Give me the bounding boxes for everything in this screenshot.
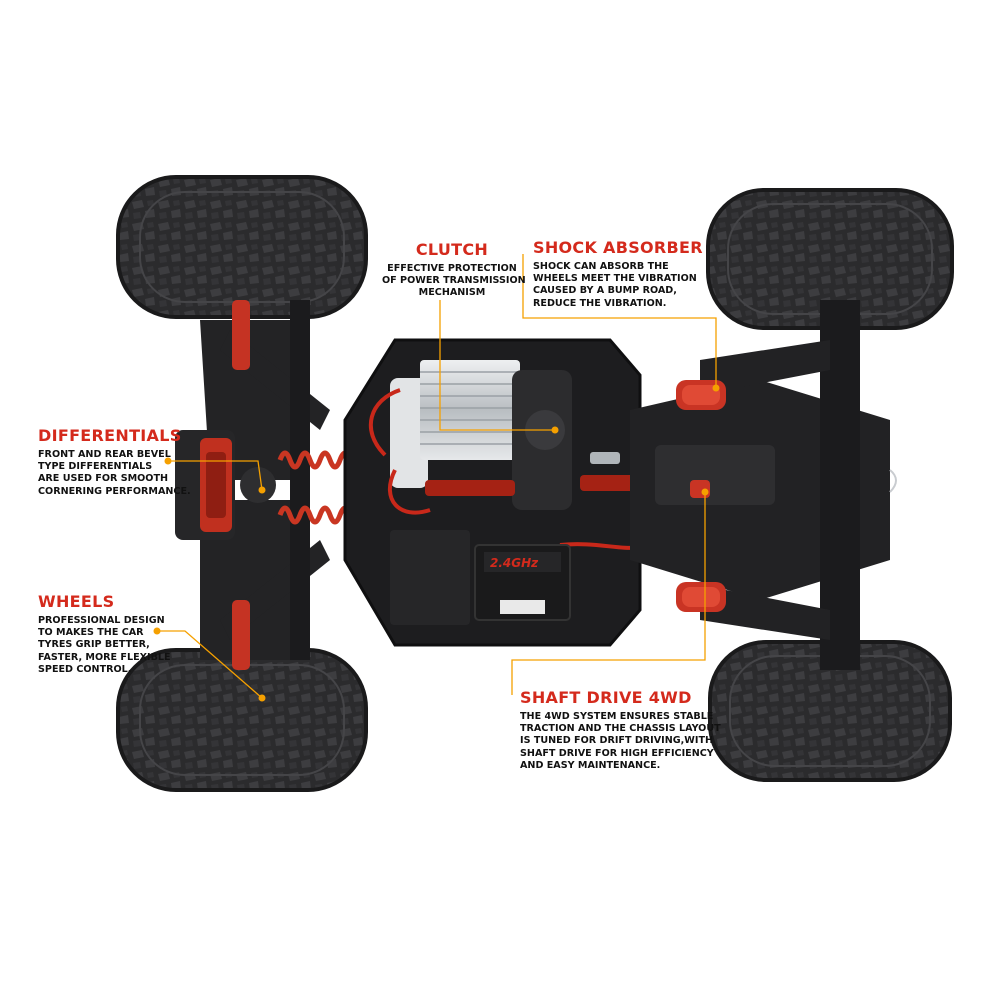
text-line: SHOCK CAN ABSORB THE	[533, 261, 669, 272]
motor-with-heatsink	[390, 360, 572, 510]
text-line: TRACTION AND THE CHASSIS LAYOUT	[520, 723, 721, 735]
text-line: SHAFT DRIVE FOR HIGH EFFICIENCY	[520, 747, 714, 759]
callout-shaft-title: SHAFT DRIVE 4WD	[520, 688, 692, 707]
callout-leader-lines	[157, 254, 717, 699]
text-line: TO MAKES THE CAR	[38, 627, 144, 639]
text-line: TYRES GRIP BETTER,	[38, 639, 150, 651]
callout-shock-text: SHOCK CAN ABSORB THE WHEELS MEET THE VIB…	[533, 261, 713, 310]
callout-wheels-text: PROFESSIONAL DESIGN TO MAKES THE CAR TYR…	[38, 615, 188, 676]
callout-shaft-text: THE 4WD SYSTEM ENSURES STABLE TRACTION A…	[520, 711, 721, 772]
callout-clutch-text: EFFECTIVE PROTECTION OF POWER TRANSMISSI…	[382, 263, 526, 300]
tire-front-left	[116, 175, 368, 319]
text-line: EFFECTIVE PROTECTION	[387, 263, 517, 274]
leader-shaft	[511, 492, 706, 695]
text-line: THE 4WD SYSTEM ENSURES STABLE	[520, 711, 714, 722]
battery-tray	[390, 530, 470, 625]
text-line: FRONT AND REAR BEVEL	[38, 449, 171, 460]
text-line: PROFESSIONAL DESIGN	[38, 615, 165, 626]
callout-clutch-title: CLUTCH	[415, 240, 489, 259]
text-line: CORNERING PERFORMANCE.	[38, 485, 191, 497]
text-line: IS TUNED FOR DRIFT DRIVING,WITH	[520, 735, 714, 747]
leader-clutch	[439, 300, 555, 431]
esc-receiver-box: 2.4GHz	[474, 544, 571, 621]
esc-frequency-label: 2.4GHz	[490, 556, 539, 570]
callout-differentials: DIFFERENTIALS FRONT AND REAR BEVEL TYPE …	[38, 426, 208, 498]
callout-differentials-title: DIFFERENTIALS	[38, 426, 182, 445]
text-line: TYPE DIFFERENTIALS	[38, 461, 153, 473]
text-line: OF POWER TRANSMISSION	[382, 275, 526, 287]
text-line: CAUSED BY A BUMP ROAD,	[533, 285, 677, 297]
text-line: AND EASY MAINTENANCE.	[520, 759, 661, 771]
leader-endpoints	[153, 384, 720, 702]
callout-wheels-title: WHEELS	[38, 592, 115, 611]
leader-shock	[522, 254, 717, 388]
rear-suspension	[630, 300, 890, 670]
text-line: SPEED CONTROL.	[38, 663, 132, 675]
leader-wheels	[157, 630, 263, 699]
text-line: ARE USED FOR SMOOTH	[38, 473, 169, 485]
text-line: FASTER, MORE FLEXIBLE	[38, 651, 171, 663]
body-clip	[889, 469, 897, 493]
text-line: MECHANISM	[418, 287, 486, 299]
callout-shaft-drive-4wd: SHAFT DRIVE 4WD THE 4WD SYSTEM ENSURES S…	[520, 688, 721, 772]
text-line: REDUCE THE VIBRATION.	[533, 297, 667, 309]
callout-shock-absorber: SHOCK ABSORBER SHOCK CAN ABSORB THE WHEE…	[533, 238, 713, 310]
callout-differentials-text: FRONT AND REAR BEVEL TYPE DIFFERENTIALS …	[38, 449, 208, 498]
callout-clutch: CLUTCH EFFECTIVE PROTECTION OF POWER TRA…	[382, 240, 526, 300]
callout-wheels: WHEELS PROFESSIONAL DESIGN TO MAKES THE …	[38, 592, 188, 676]
text-line: WHEELS MEET THE VIBRATION	[533, 273, 697, 285]
leader-differentials	[168, 460, 263, 491]
callout-shock-title: SHOCK ABSORBER	[533, 238, 703, 257]
